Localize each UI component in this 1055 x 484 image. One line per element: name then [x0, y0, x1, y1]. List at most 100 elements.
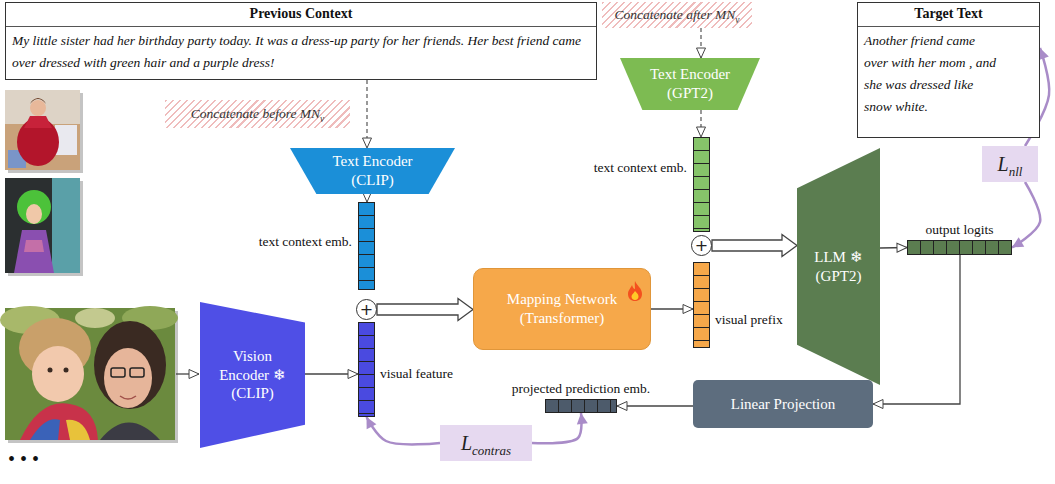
flow-arrow: [873, 255, 960, 404]
trainable-icon: [626, 280, 644, 302]
text-holder: +: [695, 238, 708, 254]
photo-green-hair-part: [26, 204, 42, 224]
vector-label: projected prediction emb.: [512, 381, 650, 397]
block-outline: [620, 58, 760, 110]
embedding-vector: text context emb.: [358, 202, 375, 290]
vector-label: text context emb.: [259, 234, 352, 250]
embedding-vector: text context emb.: [693, 137, 710, 232]
photo-girl-and-woman-part: [94, 321, 166, 409]
photo-girl-and-woman: [0, 306, 178, 443]
text-holder: Previous ContextMy little sister had her…: [6, 3, 596, 79]
text-holder: Text Encoder (GPT2): [642, 65, 738, 103]
loss-arrow: [1012, 182, 1040, 248]
photo-girl-and-woman-part: [32, 346, 84, 402]
photo-green-hair-part: [14, 230, 54, 273]
flow-arrow: [880, 247, 907, 249]
photo-girl-and-woman-part: [130, 368, 144, 377]
photo-girl-and-woman-part: [30, 419, 60, 440]
vector-label: text context emb.: [594, 160, 687, 176]
photo-green-hair-part: [24, 240, 44, 252]
block-label: Text Encoder (CLIP): [318, 152, 428, 190]
flow-arrow: [617, 405, 693, 406]
concat-sign: +: [360, 300, 373, 319]
block-label: Vision Encoder ❄ (CLIP): [216, 347, 290, 403]
input-arrow: [176, 373, 199, 374]
photo-girl-and-woman-part: [75, 308, 115, 328]
linear-projection: Linear Projection: [693, 380, 873, 428]
box-heading: Previous Context: [6, 3, 596, 27]
flow-arrow: [651, 308, 693, 309]
photo-girl-and-woman-part: [64, 368, 69, 373]
concat-note: Concatenate before MNv: [165, 100, 350, 128]
block-shape: [200, 302, 305, 448]
feature-vector: visual feature: [358, 322, 375, 417]
loss-symbol: L: [461, 432, 472, 454]
text-holder: LLM ❄ (GPT2): [808, 248, 870, 286]
photo-green-hair-part: [52, 178, 80, 273]
text-holder: Text Encoder (CLIP): [318, 152, 428, 190]
trainable-icon-part: [628, 281, 642, 301]
block-label: Text Encoder (GPT2): [642, 65, 738, 103]
subscript: v: [735, 15, 739, 25]
block-outline: [797, 148, 880, 385]
loss-label: Lcontras: [440, 425, 532, 461]
block-shape: [797, 148, 880, 385]
photo-dress-part: [24, 116, 52, 128]
block-arrow: [712, 235, 797, 257]
dashed-arrow: [366, 80, 367, 148]
photo-green-hair-part: [17, 190, 51, 224]
text-holder: Mapping Network (Transformer): [497, 290, 627, 328]
subscript: contras: [472, 443, 511, 458]
concat-sign: +: [695, 236, 708, 255]
loss-label: Lnll: [982, 146, 1038, 182]
block-arrow: [377, 299, 473, 321]
photo-dress-part: [30, 100, 46, 116]
text-encoder: Text Encoder (CLIP): [290, 148, 455, 194]
dashed-arrow: [366, 194, 367, 202]
connectors: [305, 28, 1049, 444]
photo-girl-and-woman-part: [104, 348, 152, 408]
target-box: Target TextAnother friend came over with…: [857, 2, 1040, 138]
subscript: nll: [1009, 164, 1023, 179]
block-shape: [620, 58, 760, 110]
subscript: v: [320, 114, 324, 124]
vector-label: visual prefix: [715, 312, 783, 328]
photo-girl-and-woman-part: [111, 368, 125, 377]
text-encoder: Text Encoder (GPT2): [620, 58, 760, 110]
note-text: Concatenate before MN: [191, 106, 320, 121]
text-holder: Concatenate after MNv: [611, 7, 744, 23]
logits-vector: output logits: [907, 240, 1012, 255]
box-body: Another friend came over with her mom , …: [858, 27, 1002, 123]
context-box: Previous ContextMy little sister had her…: [5, 2, 597, 80]
flow-arrow: [305, 373, 358, 374]
photo-green-hair: [5, 178, 83, 276]
text-holder: Vision Encoder ❄ (CLIP): [216, 347, 290, 403]
text-holder: Lnll: [998, 153, 1023, 176]
photo-dress-part: [30, 98, 46, 104]
prefix-vector: visual prefix: [693, 262, 710, 348]
concat-note: Concatenate after MNv: [602, 2, 752, 28]
dashed-arrow: [700, 110, 701, 137]
vision-encoder: Vision Encoder ❄ (CLIP): [200, 302, 305, 448]
vector-label: output logits: [926, 222, 994, 238]
ellipsis: • • •: [8, 448, 39, 471]
box-heading: Target Text: [858, 3, 1039, 27]
text-holder: Linear Projection: [703, 395, 863, 414]
photo-girl-and-woman-part: [100, 423, 160, 441]
trainable-icon-part: [632, 291, 639, 300]
block-label: LLM ❄ (GPT2): [808, 248, 870, 286]
loss-symbol: L: [998, 153, 1009, 175]
concat-circle: +: [691, 235, 712, 256]
concat-circle: +: [356, 299, 377, 320]
mapping-network: Mapping Network (Transformer): [473, 268, 651, 350]
photo-girl-and-woman-part: [66, 420, 90, 440]
label-slot: • • •: [8, 448, 39, 471]
block-label: Linear Projection: [703, 395, 863, 414]
photo-girl-and-woman-part: [48, 368, 53, 373]
photo-dress: [5, 90, 83, 173]
vector-label: visual feature: [380, 366, 453, 382]
block-shape: [290, 148, 455, 194]
llm-block: LLM ❄ (GPT2): [797, 148, 880, 385]
loss-arrow: [532, 413, 582, 443]
